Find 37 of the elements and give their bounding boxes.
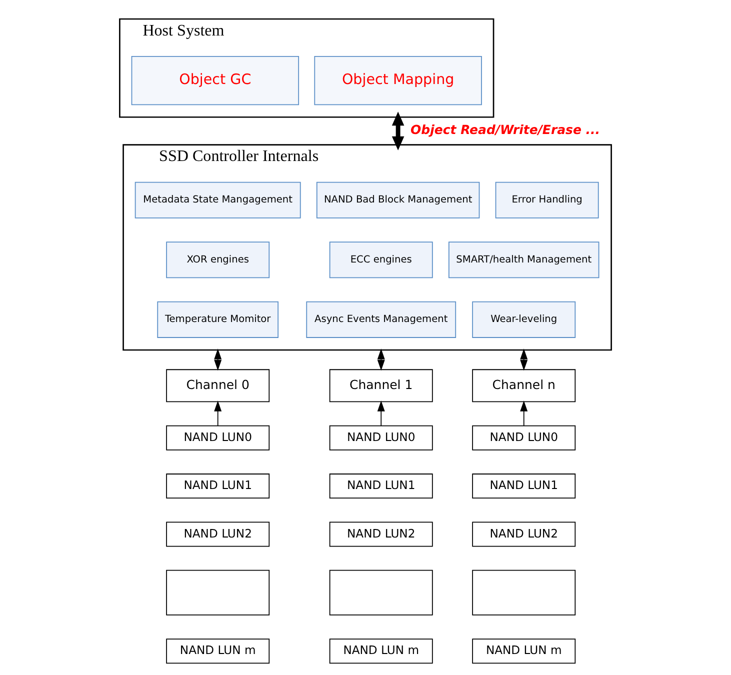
node-box: Object GC bbox=[131, 56, 300, 106]
node-box: Channel 1 bbox=[329, 369, 433, 402]
node-box: ECC engines bbox=[329, 242, 433, 278]
node-box: Error Handling bbox=[495, 182, 599, 218]
node-box: Metadata State Mangagement bbox=[134, 182, 301, 218]
node-box: NAND LUN m bbox=[166, 638, 270, 664]
node-box: NAND LUN0 bbox=[166, 425, 270, 450]
node-box bbox=[472, 570, 576, 616]
node-box: NAND LUN1 bbox=[472, 474, 576, 499]
node-box: NAND LUN2 bbox=[329, 522, 433, 547]
node-box bbox=[166, 570, 270, 616]
node-box: NAND LUN0 bbox=[472, 425, 576, 450]
node-box: Channel n bbox=[472, 369, 576, 402]
node-box: NAND LUN m bbox=[329, 638, 433, 664]
arrow bbox=[520, 348, 528, 371]
node-box: SMART/health Management bbox=[448, 242, 600, 278]
arrow bbox=[392, 112, 404, 150]
node-box: NAND Bad Block Management bbox=[316, 182, 480, 218]
node-box: Channel 0 bbox=[166, 369, 270, 402]
arrow bbox=[214, 400, 222, 426]
node-box: Wear-leveling bbox=[472, 301, 576, 338]
node-box: NAND LUN2 bbox=[472, 522, 576, 547]
arrow bbox=[214, 348, 222, 371]
node-box bbox=[329, 570, 433, 616]
node-box: Object Mapping bbox=[314, 56, 482, 106]
edge-label: Object Read/Write/Erase ... bbox=[410, 122, 600, 137]
node-box: XOR engines bbox=[166, 242, 270, 278]
arrow bbox=[520, 400, 528, 426]
node-box: Async Events Management bbox=[306, 301, 456, 338]
node-box: NAND LUN m bbox=[472, 638, 576, 664]
node-box: NAND LUN2 bbox=[166, 522, 270, 547]
arrow bbox=[377, 400, 385, 426]
node-box: Temperature Momitor bbox=[157, 301, 278, 338]
node-box: NAND LUN0 bbox=[329, 425, 433, 450]
arrow bbox=[377, 348, 385, 371]
node-box: NAND LUN1 bbox=[166, 474, 270, 499]
node-box: NAND LUN1 bbox=[329, 474, 433, 499]
